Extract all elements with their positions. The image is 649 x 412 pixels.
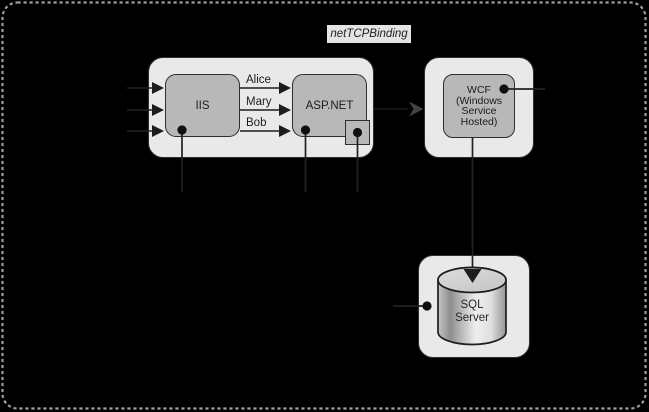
iis-box: IIS [165,74,240,137]
nettcpbinding-label: netTCPBinding [327,25,411,43]
sql-server-label: SQL Server [455,299,489,324]
chevron-arrow-icon [409,101,424,117]
request-label-alice: Alice [246,74,271,86]
endpoint-module-box [345,120,370,145]
aspnet-label: ASP.NET [305,99,354,112]
request-label-bob: Bob [246,117,267,129]
request-label-mary: Mary [246,96,272,108]
wcf-label: WCF (Windows Service Hosted) [455,84,503,128]
iis-label: IIS [195,99,210,112]
wcf-box: WCF (Windows Service Hosted) [443,74,515,138]
